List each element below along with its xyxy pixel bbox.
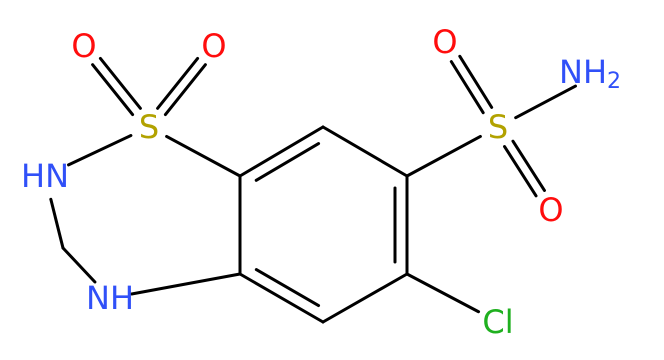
atom-label-o3: O [432,23,457,61]
atom-label-n4: NH [86,279,134,317]
bond-c8a-c8-inner [254,142,321,182]
bond-n4-c4a [130,272,242,296]
atom-label-o4: O [538,191,563,229]
bond-c8a-s1 [165,134,242,178]
atom-label-n2: HN [21,157,69,195]
bond-c8-c7 [321,125,409,178]
bond-s1-o2-1 [163,63,207,117]
bond-c6-c5 [321,272,409,324]
bond-c5-c4a [238,272,325,324]
atom-label-cl: Cl [482,303,513,341]
bond-s2-o3-2 [449,60,485,115]
bond-s2-o4-1 [503,145,538,198]
atom-label-s2: S [488,108,508,146]
bond-c8a-c8 [238,125,325,178]
bond-c6-cl [405,272,481,314]
atom-labels: O O S HN NH Cl S O O NH2 [21,23,621,341]
bond-s1-o2-2 [156,56,200,110]
atom-label-ns: NH2 [559,53,621,94]
bond-c7-s2 [405,134,482,178]
atom-label-subscript: 2 [607,69,621,94]
bond-s2-o3-1 [458,54,494,109]
bond-s1-o1-2 [91,63,135,117]
atom-label-o1: O [71,27,96,65]
bond-s1-n2 [67,134,133,167]
bond-c5-c4a-inner [254,268,321,308]
bond-s1-o1-1 [98,56,142,110]
atom-label-s1: S [139,108,159,146]
bond-lines [49,54,577,324]
atom-label-o2: O [201,27,226,65]
bond-c3-n4 [61,246,97,284]
bond-n2-c3 [49,197,65,250]
bond-s2-ns [514,84,577,120]
bond-s2-o4-2 [511,139,546,192]
